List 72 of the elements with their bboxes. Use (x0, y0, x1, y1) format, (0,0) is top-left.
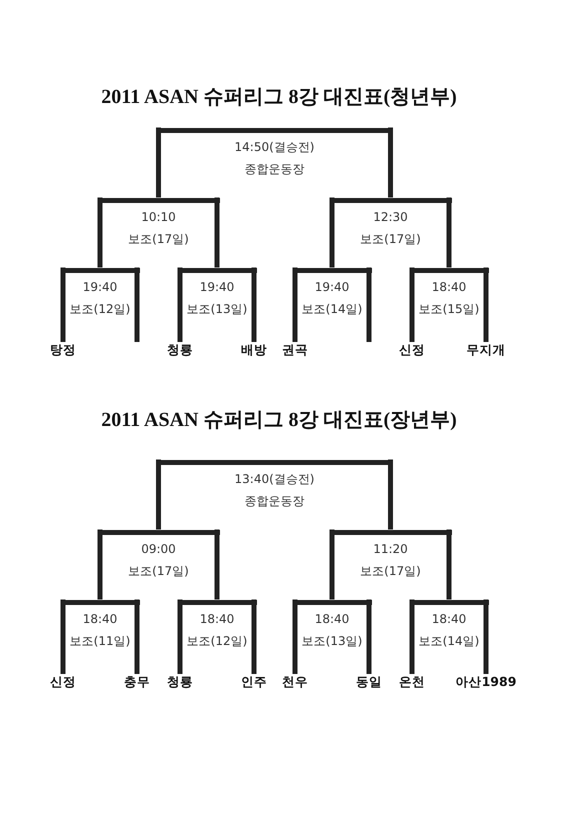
bracket-line (98, 198, 102, 268)
bracket-line (252, 268, 256, 342)
bracket-title: 2011 ASAN 슈퍼리그 8강 대진표(청년부) (101, 85, 457, 110)
bracket-line (410, 600, 414, 674)
bracket-line (330, 530, 334, 600)
match-time: 18:40 (314, 612, 350, 626)
bracket-line (292, 600, 298, 674)
bracket-line (388, 460, 393, 530)
match-time: 12:30 (373, 210, 408, 224)
bracket-line (178, 600, 182, 674)
bracket-line (98, 530, 102, 600)
bracket-line (446, 198, 452, 268)
match-time: 09:00 (141, 542, 176, 556)
team-name: 무지개 (466, 342, 506, 358)
bracket-line (484, 600, 488, 674)
bracket-line (330, 198, 334, 268)
bracket-line (134, 600, 140, 674)
team-name: 배방 (241, 342, 267, 358)
match-venue: 보조(17일) (360, 232, 421, 246)
team-name: 청룡 (167, 674, 193, 690)
match-venue: 보조(14일) (418, 634, 480, 648)
team-name: 청룡 (167, 342, 193, 358)
team-name: 권곡 (282, 342, 308, 358)
bracket-line (156, 128, 161, 198)
bracket-line (156, 460, 161, 530)
bracket-line (388, 128, 393, 198)
team-name: 온천 (399, 674, 425, 690)
match-time: 19:40 (82, 280, 118, 294)
match-venue: 보조(13일) (186, 302, 248, 316)
team-name: 탕정 (50, 342, 76, 358)
match-time: 13:40(결승전) (234, 472, 314, 486)
bracket-line (410, 268, 414, 342)
bracket-line (366, 268, 372, 342)
match-venue: 보조(17일) (128, 232, 189, 246)
match-venue: 종합운동장 (244, 494, 304, 508)
team-name: 신정 (50, 674, 76, 690)
match-venue: 보조(17일) (360, 564, 421, 578)
bracket-line (446, 530, 452, 600)
team-name: 신정 (399, 342, 425, 358)
match-time: 19:40 (200, 280, 234, 294)
match-venue: 보조(15일) (418, 302, 480, 316)
match-venue: 종합운동장 (244, 162, 304, 176)
bracket-title: 2011 ASAN 슈퍼리그 8강 대진표(장년부) (101, 408, 457, 433)
bracket-line (252, 600, 256, 674)
bracket-line (214, 198, 220, 268)
match-venue: 보조(12일) (70, 302, 130, 316)
bracket-line (292, 268, 298, 342)
match-time: 18:40 (432, 280, 466, 294)
match-time: 14:50(결승전) (234, 140, 314, 154)
team-name: 인주 (241, 674, 267, 690)
match-venue: 보조(13일) (302, 634, 362, 648)
match-time: 19:40 (314, 280, 350, 294)
match-venue: 보조(12일) (186, 634, 248, 648)
match-time: 18:40 (200, 612, 234, 626)
match-time: 18:40 (432, 612, 466, 626)
team-name: 아산1989 (456, 674, 516, 690)
bracket-line (178, 268, 182, 342)
bracket-line (484, 268, 488, 342)
bracket-line (214, 530, 220, 600)
match-venue: 보조(11일) (70, 634, 130, 648)
match-time: 11:20 (373, 542, 408, 556)
bracket-line (60, 600, 66, 674)
bracket-line (366, 600, 372, 674)
bracket-line (60, 268, 66, 342)
team-name: 천우 (282, 674, 308, 690)
match-time: 18:40 (82, 612, 118, 626)
team-name: 충무 (124, 674, 150, 690)
match-venue: 보조(17일) (128, 564, 189, 578)
team-name: 동일 (356, 674, 382, 690)
match-time: 10:10 (141, 210, 176, 224)
bracket-line (134, 268, 140, 342)
match-venue: 보조(14일) (302, 302, 362, 316)
